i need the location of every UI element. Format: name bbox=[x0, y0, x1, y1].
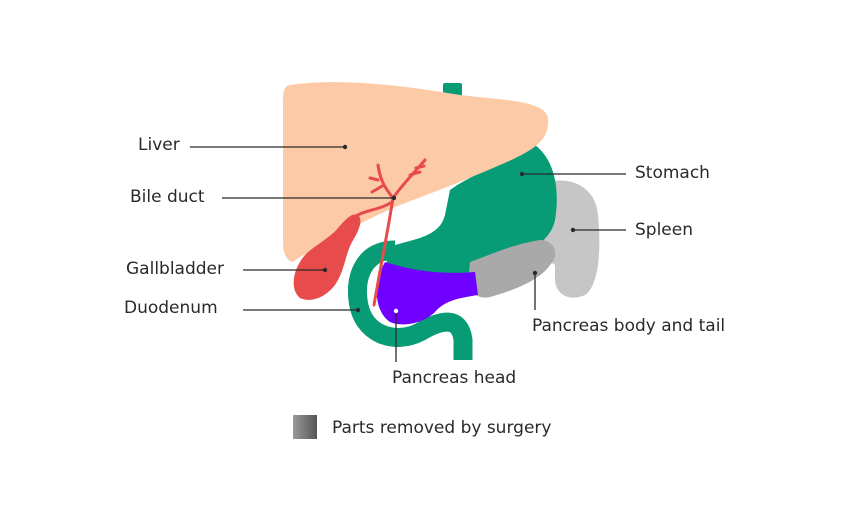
label-spleen: Spleen bbox=[635, 220, 693, 240]
label-liver: Liver bbox=[138, 135, 180, 155]
legend-text: Parts removed by surgery bbox=[332, 418, 552, 438]
label-duodenum: Duodenum bbox=[124, 298, 218, 318]
leader-lines bbox=[190, 146, 626, 362]
label-pancreas-head: Pancreas head bbox=[392, 368, 517, 388]
duodenum bbox=[348, 240, 473, 360]
label-stomach: Stomach bbox=[635, 163, 710, 183]
legend-swatch bbox=[293, 415, 317, 439]
pancreas-body-tail bbox=[468, 240, 556, 298]
label-gallbladder: Gallbladder bbox=[126, 259, 224, 279]
label-pancreas-body-tail: Pancreas body and tail bbox=[532, 316, 726, 336]
gallbladder bbox=[293, 214, 361, 300]
pancreas-head bbox=[376, 262, 478, 325]
label-bile-duct: Bile duct bbox=[130, 187, 205, 207]
bile-duct bbox=[354, 158, 427, 307]
